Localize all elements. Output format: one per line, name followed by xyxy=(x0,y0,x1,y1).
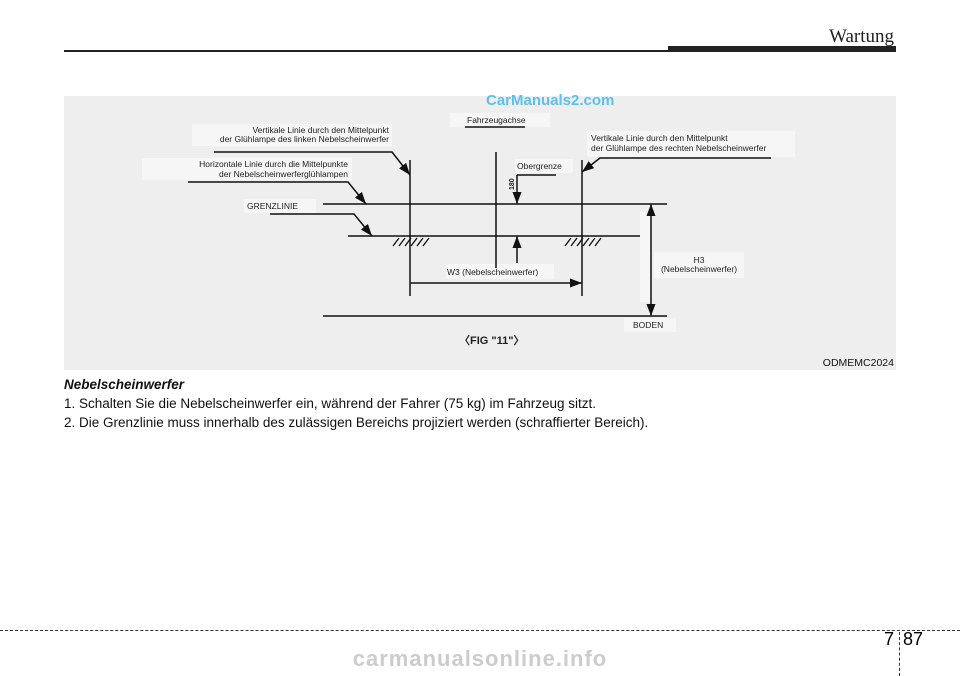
label-left-vertical-2: der Glühlampe des linken Nebelscheinwerf… xyxy=(220,134,389,144)
label-right-vertical-1: Vertikale Linie durch den Mittelpunkt xyxy=(591,133,728,143)
step-1: 1. Schalten Sie die Nebelscheinwerfer ei… xyxy=(64,396,597,411)
label-right-vertical-2: der Glühlampe des rechten Nebelscheinwer… xyxy=(591,143,766,153)
step-2: 2. Die Grenzlinie muss innerhalb des zul… xyxy=(64,415,649,430)
section-number: 7 xyxy=(884,629,895,649)
label-h3-2: (Nebelscheinwerfer) xyxy=(661,264,737,274)
label-horizontal-1: Horizontale Linie durch die Mittelpunkte xyxy=(199,159,348,169)
label-h3-1: H3 xyxy=(694,255,705,265)
page-separator xyxy=(899,632,900,676)
instructions: Nebelscheinwerfer 1. Schalten Sie die Ne… xyxy=(64,375,648,432)
label-180: 180 xyxy=(509,178,516,190)
footer-rule xyxy=(0,630,960,631)
header-bar xyxy=(668,46,896,52)
hatched-area xyxy=(392,237,602,247)
label-grenzlinie: GRENZLINIE xyxy=(247,201,298,211)
fog-light-aiming-diagram: Vertikale Linie durch den Mittelpunkt de… xyxy=(64,96,896,370)
label-upper-limit: Obergrenze xyxy=(517,161,562,171)
header-rule xyxy=(64,50,668,52)
diagram-lines xyxy=(188,126,771,317)
label-horizontal-2: der Nebelscheinwerferglühlampen xyxy=(219,169,348,179)
label-ground: BODEN xyxy=(633,320,663,330)
figure-number: 〈FIG "11"〉 xyxy=(459,334,524,347)
label-left-vertical-1: Vertikale Linie durch den Mittelpunkt xyxy=(252,125,389,135)
label-w3: W3 (Nebelscheinwerfer) xyxy=(447,267,538,277)
instructions-heading: Nebelscheinwerfer xyxy=(64,377,185,392)
figure-code: ODMEMC2024 xyxy=(823,357,894,369)
label-vehicle-axis: Fahrzeugachse xyxy=(467,115,526,125)
watermark-top: CarManuals2.com xyxy=(486,92,615,109)
section-title: Wartung xyxy=(829,26,894,47)
watermark-bottom: carmanualsonline.info xyxy=(352,646,608,671)
page-number: 87 xyxy=(903,629,924,649)
